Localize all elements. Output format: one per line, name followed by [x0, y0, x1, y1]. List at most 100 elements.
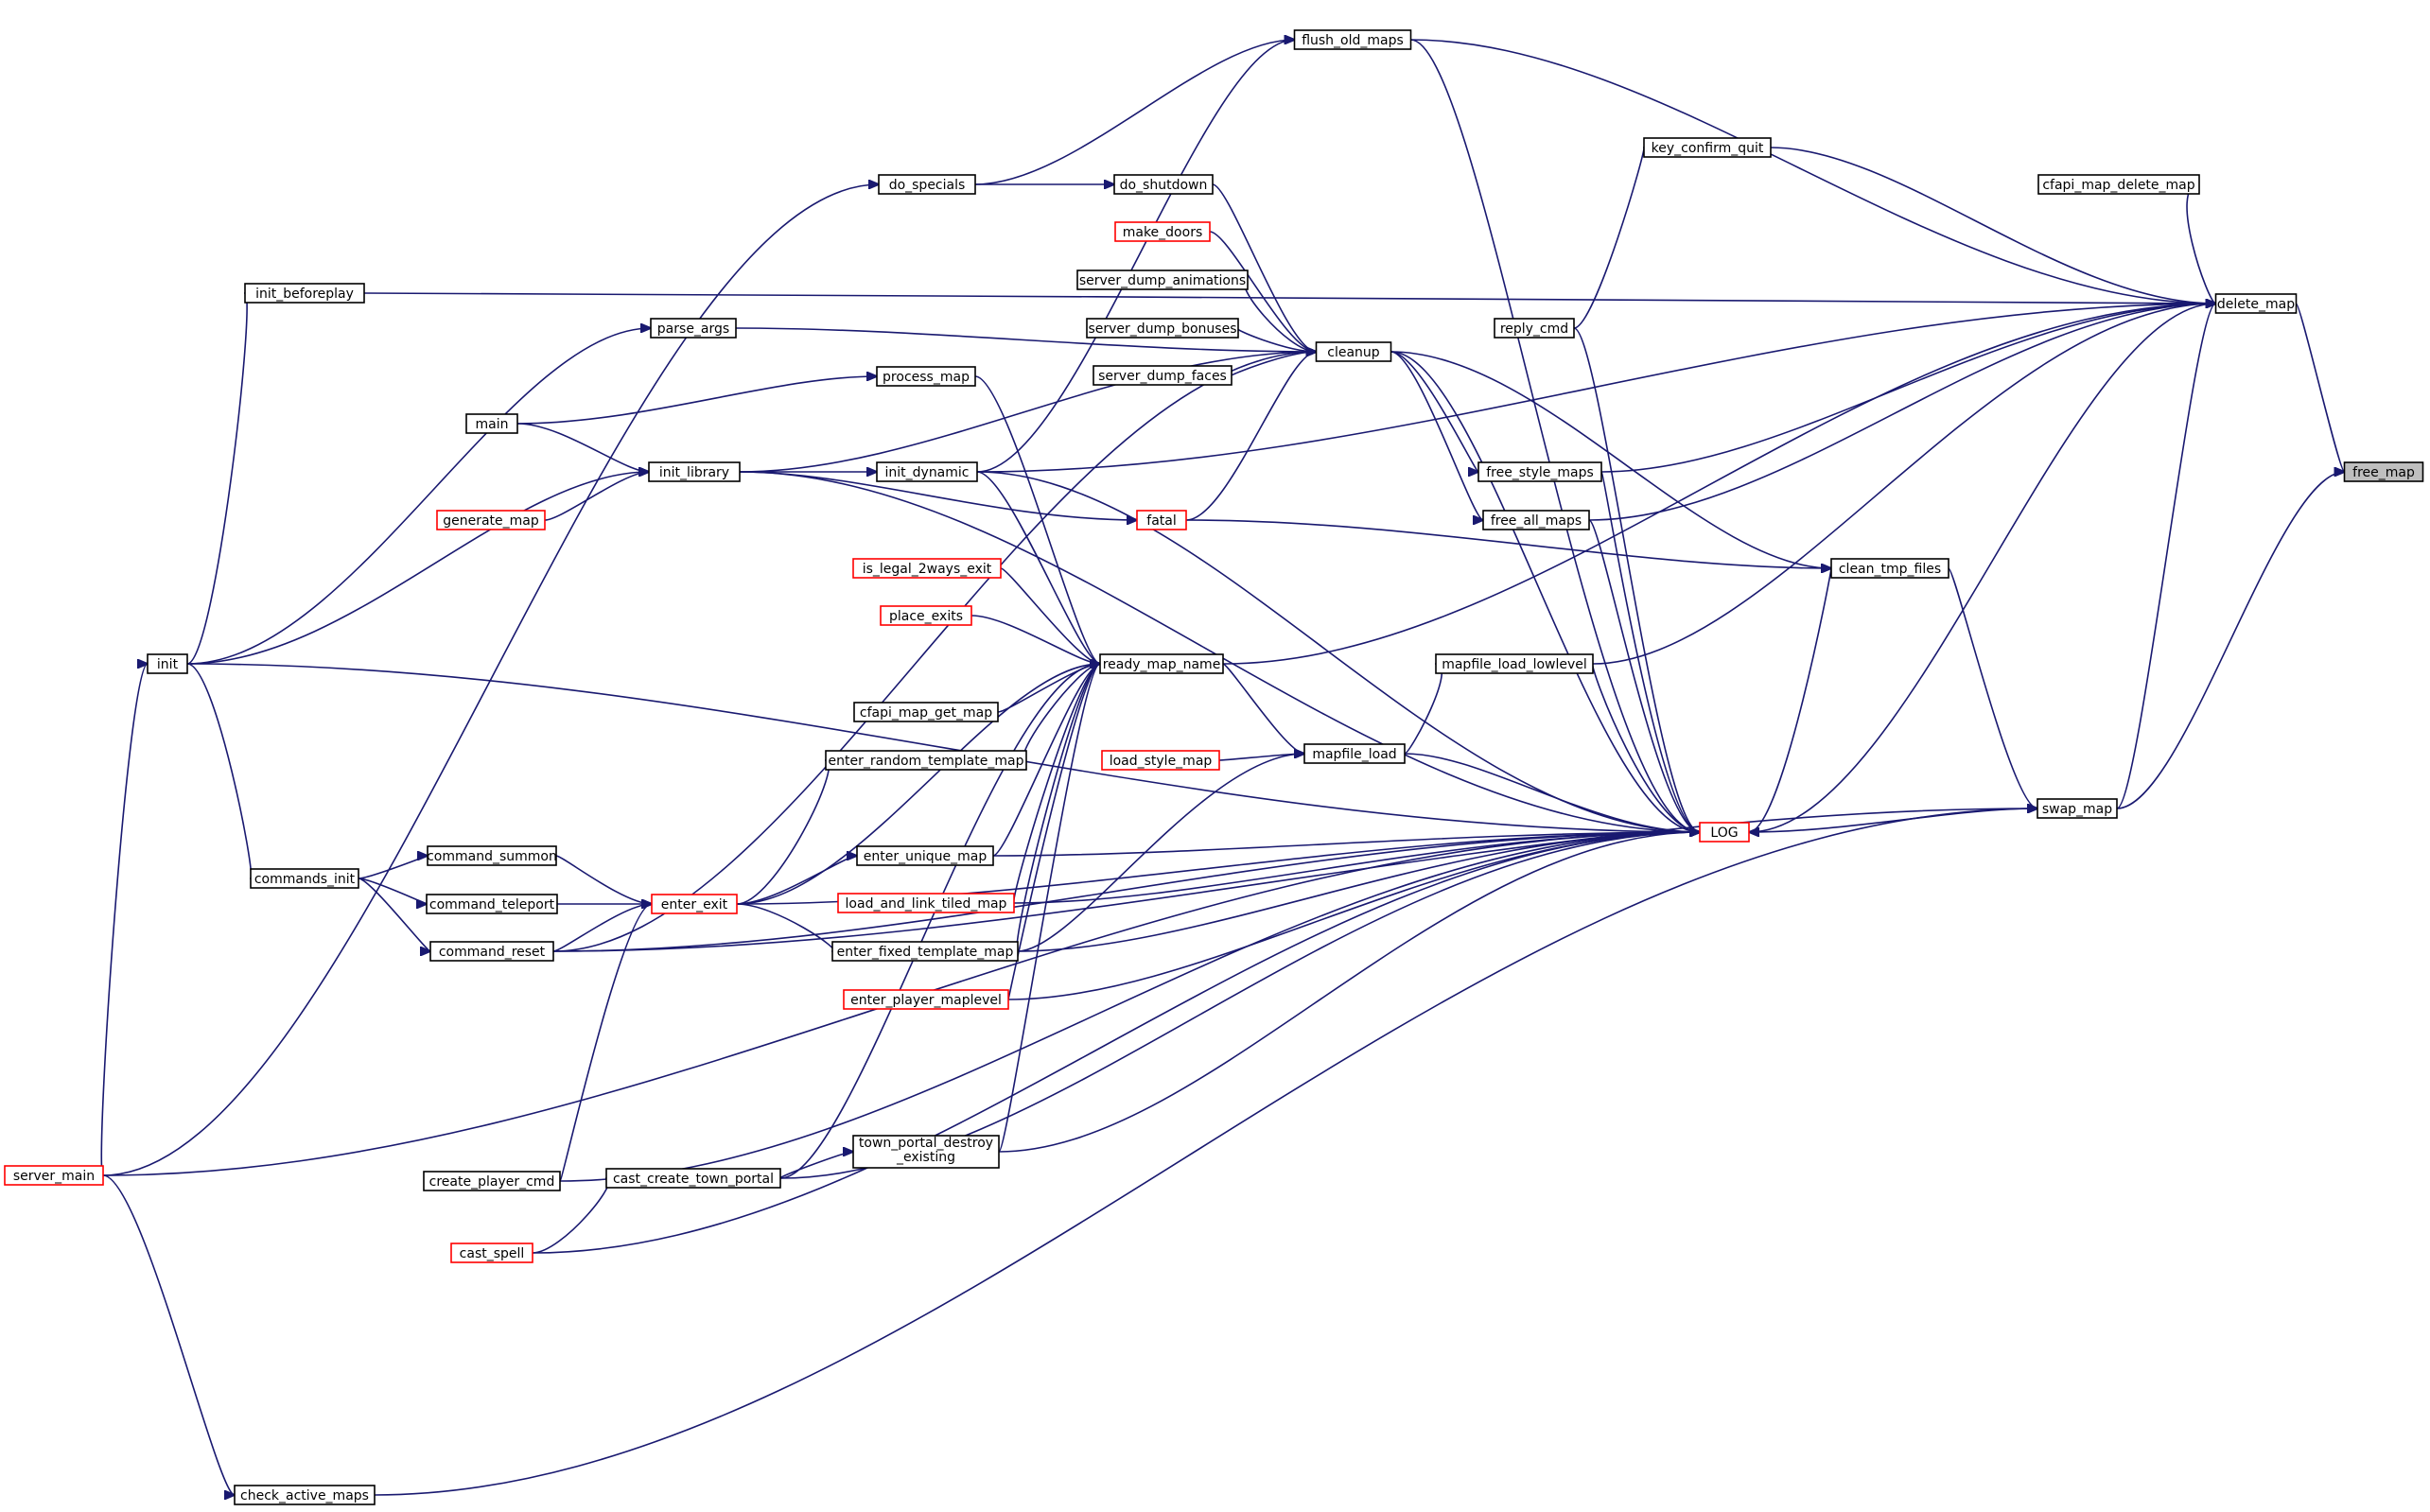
node-label: flush_old_maps	[1302, 33, 1404, 48]
node-check_active_maps[interactable]: check_active_maps	[234, 1485, 376, 1505]
node-box	[876, 366, 976, 387]
edge-init-to-parse_args	[186, 328, 651, 665]
node-fatal[interactable]: fatal	[1136, 510, 1187, 530]
node-is_legal_2ways_exit[interactable]: is_legal_2ways_exit	[852, 558, 1002, 579]
node-label: reply_cmd	[1500, 322, 1568, 337]
edge-init_library-to-fatal	[739, 471, 1137, 520]
edge-free_style_maps-to-delete_map	[1600, 304, 2216, 473]
node-enter_exit[interactable]: enter_exit	[651, 894, 738, 914]
node-free_all_maps[interactable]: free_all_maps	[1482, 510, 1590, 530]
node-box	[426, 894, 558, 914]
node-box	[1435, 653, 1594, 674]
node-cfapi_map_delete_map[interactable]: cfapi_map_delete_map	[2037, 174, 2200, 195]
edge-do_shutdown-to-cleanup	[1212, 183, 1317, 352]
edge-init_dynamic-to-ready_map_name	[976, 471, 1100, 664]
edge-cleanup-to-free_style_maps	[1390, 351, 1479, 472]
edge-enter_fixed_template_map-to-mapfile_load	[1017, 754, 1304, 952]
node-swap_map[interactable]: swap_map	[2037, 798, 2118, 819]
node-flush_old_maps[interactable]: flush_old_maps	[1293, 29, 1412, 50]
node-clean_tmp_files[interactable]: clean_tmp_files	[1830, 558, 1949, 579]
edge-LOG-to-clean_tmp_files	[1748, 568, 1831, 833]
node-box	[1086, 318, 1239, 339]
edge-cfapi_map_delete_map-to-delete_map	[2186, 183, 2215, 304]
node-label: init	[157, 657, 179, 672]
edge-make_doors-to-cleanup	[1209, 231, 1317, 352]
node-cast_spell[interactable]: cast_spell	[450, 1243, 533, 1263]
node-box	[465, 413, 518, 434]
edge-enter_exit-to-enter_unique_map	[736, 856, 857, 905]
node-box	[1303, 743, 1406, 764]
node-command_summon[interactable]: command_summon	[427, 845, 557, 866]
edge-parse_args-to-cleanup	[735, 327, 1317, 352]
node-init_dynamic[interactable]: init_dynamic	[876, 461, 978, 482]
node-commands_init[interactable]: commands_init	[250, 868, 359, 889]
node-init_library[interactable]: init_library	[648, 461, 741, 482]
edge-init-to-init_library	[186, 472, 649, 665]
node-mapfile_load_lowlevel[interactable]: mapfile_load_lowlevel	[1435, 653, 1594, 674]
node-LOG[interactable]: LOG	[1699, 822, 1750, 843]
node-server_dump_bonuses[interactable]: server_dump_bonuses	[1086, 318, 1239, 339]
node-cfapi_map_get_map[interactable]: cfapi_map_get_map	[853, 702, 999, 722]
node-label-line: _existing	[896, 1150, 955, 1165]
edge-LOG-to-delete_map	[1748, 304, 2216, 833]
node-main[interactable]: main	[465, 413, 518, 434]
edge-enter_unique_map-to-ready_map_name	[992, 664, 1100, 857]
node-enter_random_template_map[interactable]: enter_random_template_map	[825, 750, 1027, 771]
node-load_and_link_tiled_map[interactable]: load_and_link_tiled_map	[837, 893, 1015, 913]
edge-commands_init-to-command_reset	[358, 878, 430, 951]
node-server_dump_faces[interactable]: server_dump_faces	[1093, 365, 1232, 386]
node-box	[2343, 461, 2424, 482]
node-box	[852, 558, 1002, 579]
edge-delete_map-to-free_map	[2295, 303, 2345, 472]
node-command_teleport[interactable]: command_teleport	[426, 894, 558, 914]
node-place_exits[interactable]: place_exits	[880, 605, 972, 626]
node-key_confirm_quit[interactable]: key_confirm_quit	[1643, 137, 1772, 158]
node-box	[650, 318, 737, 339]
node-parse_args[interactable]: parse_args	[650, 318, 737, 339]
node-enter_player_maplevel[interactable]: enter_player_maplevel	[843, 989, 1009, 1010]
edge-enter_exit-to-enter_random_template_map	[736, 760, 829, 905]
node-server_dump_animations[interactable]: server_dump_animations	[1076, 269, 1249, 290]
node-town_portal_destroy_existing[interactable]: town_portal_destroy_existing	[852, 1135, 1000, 1169]
node-do_specials[interactable]: do_specials	[878, 174, 976, 195]
node-box	[852, 1135, 1000, 1169]
node-enter_fixed_template_map[interactable]: enter_fixed_template_map	[831, 941, 1019, 962]
node-cast_create_town_portal[interactable]: cast_create_town_portal	[605, 1168, 781, 1189]
node-label: mapfile_load_lowlevel	[1442, 657, 1587, 672]
node-label: cfapi_map_get_map	[860, 705, 992, 721]
node-delete_map[interactable]: delete_map	[2214, 293, 2298, 314]
edge-reply_cmd-to-LOG	[1573, 327, 1700, 832]
node-create_player_cmd[interactable]: create_player_cmd	[423, 1171, 561, 1191]
node-mapfile_load[interactable]: mapfile_load	[1303, 743, 1406, 764]
node-make_doors[interactable]: make_doors	[1114, 221, 1211, 242]
edge-free_all_maps-to-LOG	[1588, 519, 1700, 832]
node-label: server_dump_bonuses	[1088, 322, 1236, 337]
node-do_shutdown[interactable]: do_shutdown	[1113, 174, 1214, 195]
node-label: enter_unique_map	[864, 849, 988, 864]
node-reply_cmd[interactable]: reply_cmd	[1494, 318, 1575, 339]
node-label: cfapi_map_delete_map	[2042, 178, 2194, 193]
node-free_map[interactable]: free_map	[2343, 461, 2424, 482]
edge-key_confirm_quit-to-delete_map	[1770, 147, 2216, 304]
node-init[interactable]: init	[147, 653, 188, 674]
node-process_map[interactable]: process_map	[876, 366, 976, 387]
node-box	[4, 1165, 104, 1186]
node-command_reset[interactable]: command_reset	[429, 941, 554, 962]
edge-process_map-to-ready_map_name	[974, 375, 1100, 664]
node-load_style_map[interactable]: load_style_map	[1101, 750, 1220, 771]
node-label: parse_args	[657, 322, 729, 337]
edge-command_reset-to-LOG	[552, 832, 1700, 952]
node-box	[436, 510, 546, 530]
node-cleanup[interactable]: cleanup	[1315, 341, 1392, 362]
edge-mapfile_load-to-mapfile_load_lowlevel	[1404, 664, 1442, 755]
node-ready_map_name[interactable]: ready_map_name	[1099, 653, 1224, 674]
node-server_main[interactable]: server_main	[4, 1165, 104, 1186]
node-init_beforeplay[interactable]: init_beforeplay	[244, 283, 365, 304]
node-label: commands_init	[254, 872, 356, 887]
edge-town_portal_destroy_existing-to-ready_map_name	[998, 664, 1100, 1153]
edge-init-to-LOG	[186, 663, 1700, 832]
node-generate_map[interactable]: generate_map	[436, 510, 546, 530]
node-free_style_maps[interactable]: free_style_maps	[1477, 461, 1602, 482]
node-enter_unique_map[interactable]: enter_unique_map	[856, 845, 994, 866]
